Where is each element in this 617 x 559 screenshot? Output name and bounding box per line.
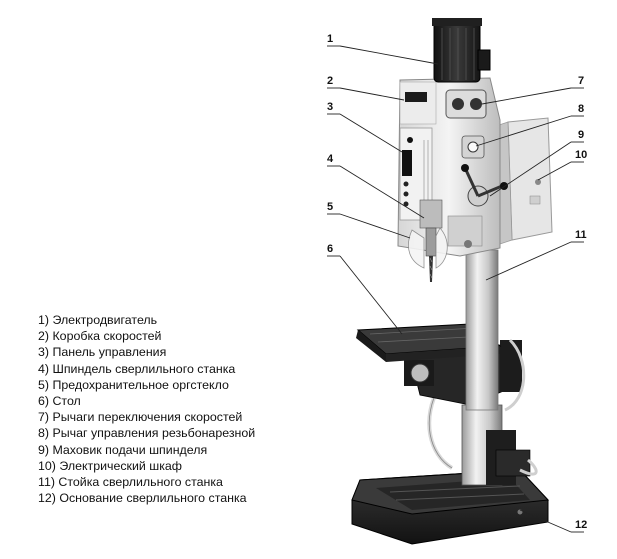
leader-8-diag: [475, 115, 572, 147]
leader-2-diag: [339, 87, 405, 101]
parts-legend: 1) Электродвигатель 2) Коробка скоростей…: [38, 312, 328, 506]
legend-item-11: 11) Стойка сверлильного станка: [38, 475, 223, 490]
callout-10: 10: [575, 149, 587, 161]
callout-1: 1: [327, 33, 333, 45]
callout-4: 4: [327, 153, 334, 165]
leader-3-diag: [339, 113, 403, 153]
legend-item-6: 6) Стол: [38, 394, 81, 409]
callout-11: 11: [575, 229, 587, 241]
legend-item-5: 5) Предохранительное оргстекло: [38, 377, 229, 392]
legend-item-10: 10) Электрический шкаф: [38, 458, 182, 473]
legend-item-2: 2) Коробка скоростей: [38, 329, 162, 344]
leader-7-diag: [481, 87, 572, 105]
callout-12: 12: [575, 519, 587, 531]
legend-item-7: 7) Рычаги переключения скоростей: [38, 410, 243, 425]
leader-11-diag: [485, 241, 572, 281]
electric-motor: [432, 18, 491, 83]
leader-10-diag: [537, 161, 572, 181]
legend-item-9: 9) Маховик подачи шпинделя: [38, 442, 208, 457]
lower-column: [427, 384, 538, 486]
spindle: [419, 199, 443, 282]
callout-numbers: 1 2 3 4 5 6 7 8 9 10 11 12: [327, 33, 587, 531]
leader-6-diag: [339, 255, 403, 335]
leader-5-diag: [339, 213, 411, 239]
callout-5: 5: [327, 201, 333, 213]
callout-9: 9: [578, 129, 584, 141]
callout-3: 3: [327, 101, 333, 113]
callout-8: 8: [578, 103, 584, 115]
machine-base: [351, 469, 550, 545]
leader-lines: [327, 45, 584, 533]
leader-1-diag: [339, 45, 439, 65]
callout-6: 6: [327, 243, 333, 255]
leader-12-diag: [519, 509, 572, 533]
legend-item-3: 3) Панель управления: [38, 345, 167, 360]
legend-item-1: 1) Электродвигатель: [38, 313, 158, 327]
callout-7: 7: [578, 75, 584, 87]
safety-guard: [408, 227, 448, 269]
legend-item-4: 4) Шпиндель сверлильного станка: [38, 361, 236, 376]
leader-9-diag: [489, 141, 572, 197]
main-column: [465, 249, 499, 411]
callout-2: 2: [327, 75, 333, 87]
leader-4-diag: [339, 165, 425, 219]
drill-press-machine: [351, 18, 553, 545]
legend-item-12: 12) Основание сверлильного станка: [38, 491, 247, 506]
legend-item-8: 8) Рычаг управления резьбонарезной: [38, 426, 256, 441]
